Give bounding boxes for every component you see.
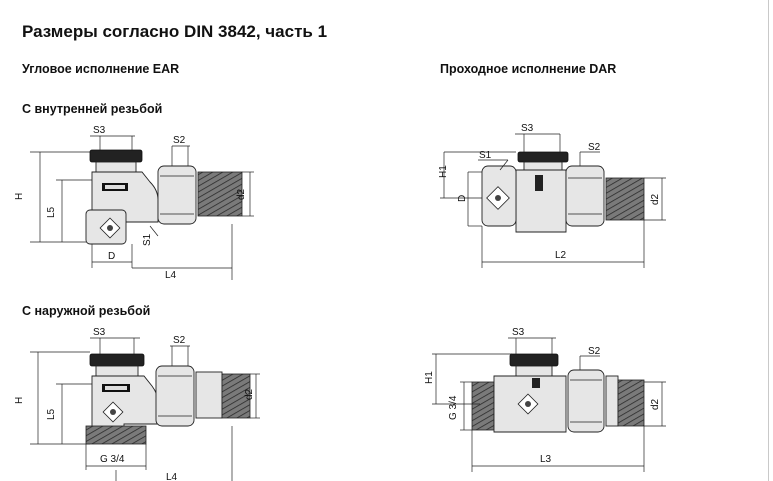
label-s3-4: S3 xyxy=(512,327,525,338)
label-d2-4: d2 xyxy=(650,398,661,410)
label-l5-1: L5 xyxy=(46,206,57,218)
label-d2-1: d2 xyxy=(236,188,247,200)
valve-drawing-angle-external: S3 S2 H L5 G 3/4 L4 d2 xyxy=(14,327,260,481)
subsection-internal-title: С внутренней резьбой xyxy=(22,102,163,116)
label-s1-1: S1 xyxy=(142,233,153,246)
label-g34-4: G 3/4 xyxy=(448,395,459,420)
label-d-2: D xyxy=(457,195,468,202)
label-l5-3: L5 xyxy=(46,408,57,420)
label-d2-2: d2 xyxy=(650,193,661,205)
label-h-1: H xyxy=(14,193,25,200)
label-h1-2: H1 xyxy=(438,165,449,178)
label-s3-1: S3 xyxy=(93,125,106,136)
label-l3-4: L3 xyxy=(540,454,552,465)
label-s2-1: S2 xyxy=(173,135,186,146)
label-s3-3: S3 xyxy=(93,327,106,338)
label-l4-1: L4 xyxy=(165,270,177,281)
valve-drawing-straight-internal: S3 S2 S1 H1 D L2 d2 xyxy=(438,123,666,268)
label-s1-2: S1 xyxy=(479,150,492,161)
label-l4-3: L4 xyxy=(166,472,178,481)
valve-drawing-angle-internal: S3 S2 H L5 S1 D L4 d2 xyxy=(14,125,254,281)
label-h-3: H xyxy=(14,397,25,404)
label-s2-4: S2 xyxy=(588,346,601,357)
subsection-external-title: С наружной резьбой xyxy=(22,304,151,318)
valve-drawing-straight-external: S3 S2 H1 G 3/4 L3 d2 xyxy=(424,327,666,472)
label-s2-2: S2 xyxy=(588,142,601,153)
label-s2-3: S2 xyxy=(173,335,186,346)
label-g34-3: G 3/4 xyxy=(100,454,125,465)
page-title: Размеры согласно DIN 3842, часть 1 xyxy=(22,22,328,41)
page-border xyxy=(768,0,769,481)
label-d2-3: d2 xyxy=(244,388,255,400)
label-l2-2: L2 xyxy=(555,250,567,261)
label-d-1: D xyxy=(108,251,115,262)
section-straight-title: Проходное исполнение DAR xyxy=(440,62,617,76)
label-s3-2: S3 xyxy=(521,123,534,134)
section-angle-title: Угловое исполнение EAR xyxy=(22,62,180,76)
label-h1-4: H1 xyxy=(424,371,435,384)
